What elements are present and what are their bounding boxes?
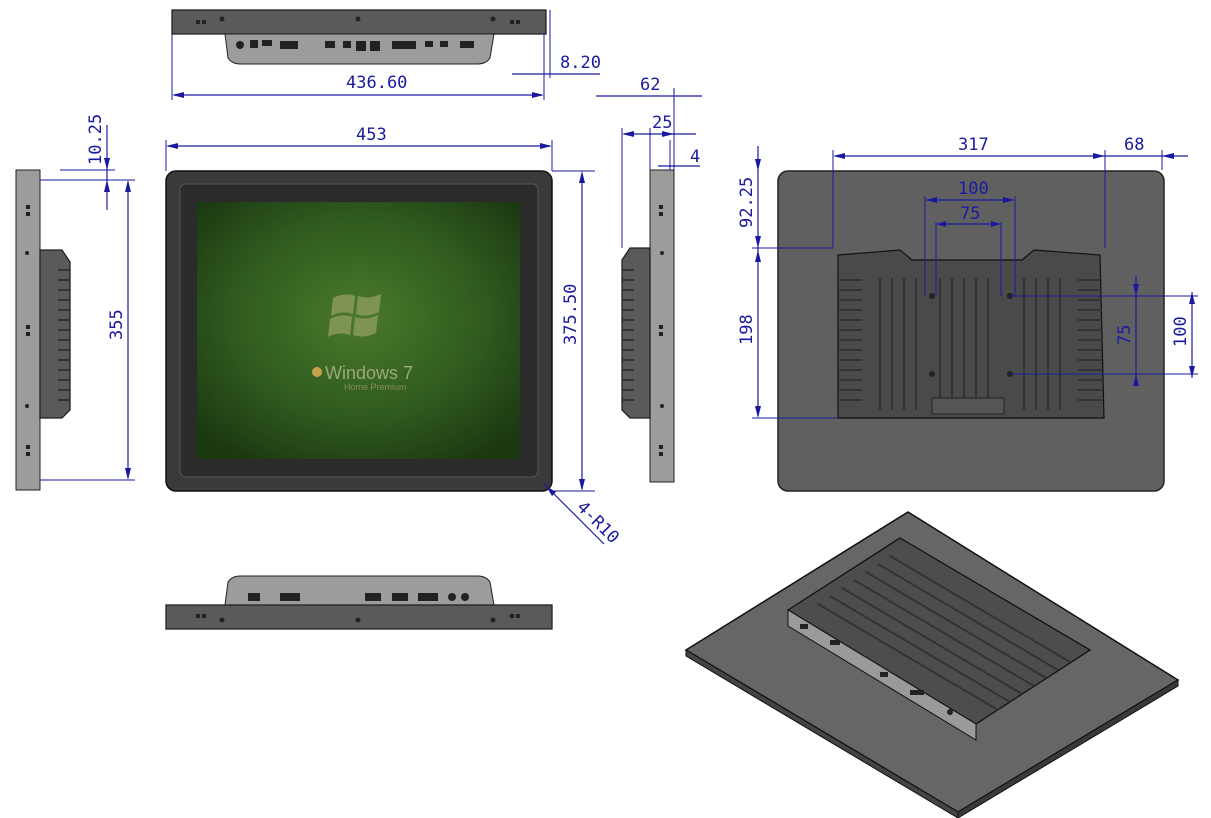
front-view: Windows 7 Home Premium 453 375.50 4-R10 — [165, 125, 623, 548]
bottom-view — [165, 575, 553, 630]
dim-front-width: 453 — [356, 125, 387, 145]
dim-bezel-top: 10.25 — [86, 114, 106, 165]
dim-front-height-left: 355 — [107, 309, 127, 340]
dim-back-right-offset: 68 — [1124, 135, 1144, 155]
right-fins — [622, 269, 634, 401]
top-view: 436.60 8.20 — [171, 9, 601, 100]
os-name: Windows 7 — [325, 363, 413, 383]
left-fins — [58, 269, 70, 401]
dim-corner-radius: 4-R10 — [572, 497, 622, 547]
dim-side-depth-total: 62 — [640, 75, 660, 95]
isometric-view — [684, 511, 1180, 818]
right-side-view: 62 25 4 — [596, 75, 702, 483]
iso-fins — [817, 555, 1071, 711]
dim-side-depth-body: 25 — [652, 113, 672, 133]
dim-vesa-100-h: 100 — [958, 179, 989, 199]
back-view: 317 68 100 75 92.25 198 75 100 — [737, 135, 1198, 492]
back-fins-center — [879, 278, 1061, 410]
io-ports-bottom — [248, 593, 469, 601]
dim-vesa-100-v: 100 — [1171, 316, 1191, 347]
dim-vesa-75-h: 75 — [960, 204, 980, 224]
dim-back-top-offset: 92.25 — [737, 177, 757, 228]
os-edition: Home Premium — [344, 382, 407, 392]
back-fins-right — [1078, 279, 1102, 401]
left-side-view: 355 10.25 — [15, 114, 135, 491]
dim-back-vesa-span: 317 — [958, 135, 989, 155]
dim-side-depth-bezel: 4 — [690, 147, 700, 167]
dim-top-depth: 8.20 — [560, 53, 601, 73]
windows-logo-icon — [328, 294, 381, 337]
io-ports-top — [236, 40, 474, 51]
dim-front-height-right: 375.50 — [561, 284, 581, 345]
dim-vesa-75-v: 75 — [1115, 325, 1135, 345]
back-fins-left — [838, 279, 862, 401]
dim-top-width: 436.60 — [346, 73, 407, 93]
dim-back-height-span: 198 — [737, 314, 757, 345]
